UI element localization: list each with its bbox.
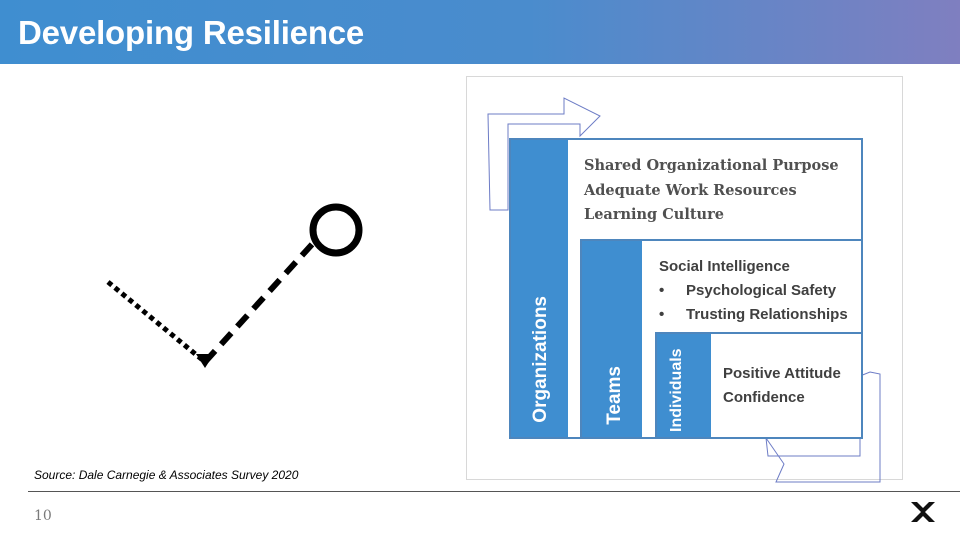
individuals-item: Positive Attitude	[723, 365, 841, 382]
teams-list: • Psychological Safety • Trusting Relati…	[659, 279, 859, 327]
slide-title: Developing Resilience	[18, 14, 365, 51]
organizations-item: Shared Organizational Purpose	[584, 157, 839, 174]
organizations-label: Organizations	[530, 296, 551, 423]
source-note: Source: Dale Carnegie & Associates Surve…	[34, 468, 299, 482]
individuals-bar	[657, 334, 711, 437]
teams-item-text: Psychological Safety	[686, 282, 837, 299]
circle-endpoint-icon	[309, 203, 363, 257]
individuals-list: Positive Attitude Confidence	[723, 362, 841, 410]
title-bar: Developing Resilience	[0, 0, 960, 64]
dotted-checkmark-icon	[106, 203, 363, 368]
bullet: •	[659, 282, 665, 299]
teams-item: • Psychological Safety	[659, 279, 859, 303]
individuals-label: Individuals	[668, 348, 685, 432]
brand-logo-icon	[911, 502, 935, 522]
teams-content: Social Intelligence • Psychological Safe…	[659, 255, 859, 333]
teams-title: Social Intelligence	[659, 258, 790, 275]
organizations-list: Shared Organizational Purpose Adequate W…	[584, 154, 839, 228]
teams-item-text: Trusting Relationships	[686, 306, 848, 323]
teams-label: Teams	[604, 366, 625, 425]
individuals-item: Confidence	[723, 389, 805, 406]
bullet: •	[659, 306, 665, 323]
organizations-bar	[511, 140, 568, 437]
page-number: 10	[34, 508, 52, 524]
footer-divider	[28, 491, 960, 492]
teams-bar	[582, 241, 642, 437]
organizations-item: Adequate Work Resources	[584, 181, 797, 199]
teams-item: • Trusting Relationships	[659, 303, 859, 327]
organizations-item: Learning Culture	[584, 206, 724, 223]
